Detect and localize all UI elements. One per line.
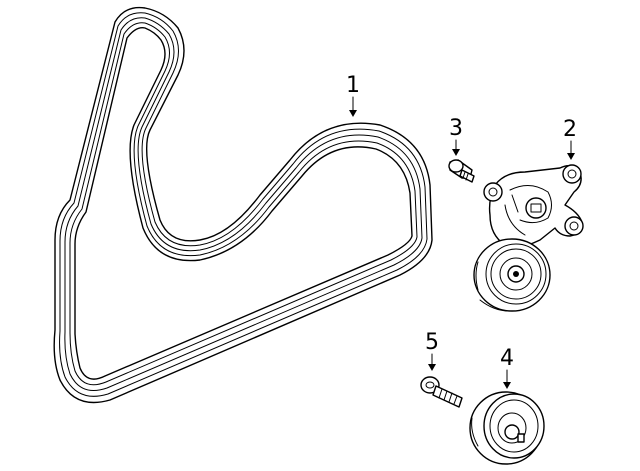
callout-label: 4 — [500, 346, 514, 371]
callout-4: 4 — [500, 346, 514, 389]
belt-tensioner — [473, 164, 584, 312]
callout-1: 1 — [346, 73, 360, 117]
serpentine-belt — [53, 6, 433, 404]
idler-pulley — [469, 391, 545, 465]
callout-label: 2 — [563, 117, 577, 142]
callout-label: 3 — [449, 116, 463, 141]
callout-2: 2 — [563, 117, 577, 160]
callout-label: 5 — [425, 330, 439, 355]
bolt-part-5 — [420, 376, 463, 408]
callout-label: 1 — [346, 73, 360, 98]
callout-5: 5 — [425, 330, 439, 371]
bolt-part-3 — [448, 159, 475, 183]
callout-3: 3 — [449, 116, 463, 156]
